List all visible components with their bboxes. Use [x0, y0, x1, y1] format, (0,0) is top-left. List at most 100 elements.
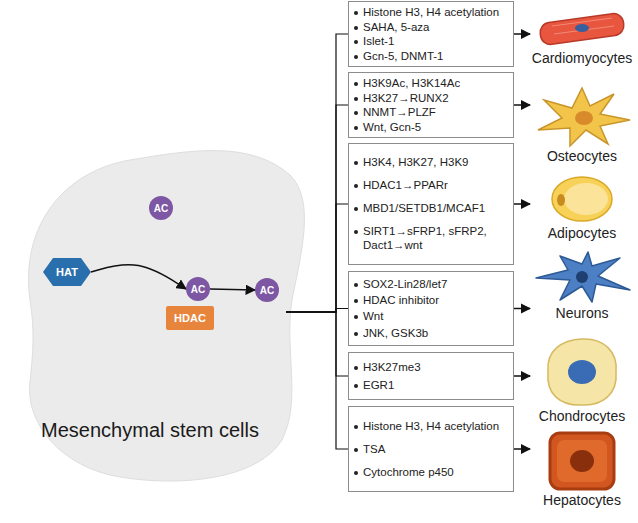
branch-line — [286, 105, 348, 312]
branch-line — [286, 34, 348, 312]
bullet-item: H3K9Ac, H3K14Ac — [354, 76, 508, 91]
cell-body — [28, 151, 304, 481]
marker-text: H3K9Ac, H3K14Ac — [363, 76, 460, 91]
marker-box: Histone H3, H4 acetylationSAHA, 5-azaIsl… — [348, 1, 514, 67]
marker-text: Histone H3, H4 acetylation — [363, 419, 499, 434]
hat-enzyme: HAT — [43, 258, 91, 286]
marker-text: HDAC1→PPARr — [363, 178, 448, 193]
dna-strand — [118, 220, 212, 284]
bullet-dot — [354, 425, 358, 429]
marker-text: SIRT1→sFRP1, sFRP2, Dact1→wnt — [363, 224, 508, 253]
marker-text: H3K27→RUNX2 — [363, 91, 449, 106]
bullet-item: H3K27me3 — [354, 360, 508, 375]
cell-type-name: Chondrocytes — [530, 408, 634, 425]
differentiated-cell: Osteocytes — [530, 86, 634, 165]
bullet-dot — [354, 315, 358, 319]
enzyme-label: AC — [191, 284, 205, 295]
marker-box: H3K9Ac, H3K14AcH3K27→RUNX2NNMT→PLZFWnt, … — [348, 72, 514, 138]
marker-box: H3K27me3EGR1 — [348, 352, 514, 400]
cell-part — [548, 339, 616, 405]
bullet-dot — [354, 332, 358, 336]
marker-text: NNMT→PLZF — [363, 105, 436, 120]
cell-type-name: Adipocytes — [530, 225, 634, 242]
marker-text: SOX2-Lin28/let7 — [363, 277, 447, 292]
arrow — [514, 448, 530, 450]
cell-part — [568, 360, 596, 384]
cell-part — [552, 177, 612, 221]
bullet-item: JNK, GSK3b — [354, 326, 508, 341]
bullet-dot — [354, 40, 358, 44]
cell-illustration — [530, 172, 634, 225]
marker-text: H3K4, H3K27, H3K9 — [363, 155, 468, 170]
cell-type-name: Hepatocytes — [530, 492, 634, 509]
cell-part — [564, 183, 608, 215]
bullet-dot — [354, 111, 358, 115]
cell-part — [576, 271, 588, 283]
bullet-dot — [354, 283, 358, 287]
marker-text: Wnt — [363, 309, 383, 324]
differentiated-cell: Hepatocytes — [530, 430, 634, 509]
cell-illustration — [530, 430, 634, 492]
cell-type-name: Cardiomyocytes — [530, 50, 634, 67]
marker-box: SOX2-Lin28/let7HDAC inhibitorWntJNK, GSK… — [348, 271, 514, 346]
differentiated-cell: Cardiomyocytes — [530, 6, 634, 67]
bullet-item: Gcn-5, DNMT-1 — [354, 49, 508, 64]
histone-discs — [122, 222, 208, 274]
bullet-item: TSA — [354, 442, 508, 457]
cell-illustration — [530, 86, 634, 148]
bullet-item: SIRT1→sFRP1, sFRP2, Dact1→wnt — [354, 224, 508, 253]
bullet-item: HDAC inhibitor — [354, 293, 508, 308]
marker-text: SAHA, 5-aza — [363, 20, 429, 35]
branch-line — [286, 312, 348, 376]
differentiated-cell: Chondrocytes — [530, 336, 634, 425]
cell-part — [536, 252, 630, 302]
bullet-dot — [354, 384, 358, 388]
enzyme-label: HDAC — [174, 312, 206, 324]
bullet-item: HDAC1→PPARr — [354, 178, 508, 193]
arrow — [514, 375, 530, 377]
marker-text: HDAC inhibitor — [363, 293, 439, 308]
marker-text: MBD1/SETDB1/MCAF1 — [363, 201, 485, 216]
bullet-item: H3K27→RUNX2 — [354, 91, 508, 106]
nucleus — [91, 195, 239, 315]
stem-cell: Mesenchymal stem cellsACHATACACHDAC — [14, 150, 286, 480]
bullet-item: Cytochrome p450 — [354, 465, 508, 480]
branch-line — [286, 312, 348, 449]
bullet-item: H3K4, H3K27, H3K9 — [354, 155, 508, 170]
marker-box: Histone H3, H4 acetylationTSA Cytochrome … — [348, 406, 514, 492]
cell-part — [570, 450, 594, 472]
strand-end — [157, 282, 165, 290]
marker-text: H3K27me3 — [363, 360, 421, 375]
cell-illustration — [530, 250, 634, 305]
marker-box: H3K4, H3K27, H3K9HDAC1→PPARrMBD1/SETDB1/… — [348, 143, 514, 265]
bullet-item: EGR1 — [354, 378, 508, 393]
cell-type-name: Osteocytes — [530, 148, 634, 165]
bullet-dot — [354, 299, 358, 303]
hexagon — [43, 258, 91, 286]
marker-text: Histone H3, H4 acetylation — [363, 5, 499, 20]
cell-part — [550, 433, 614, 489]
differentiated-cell: Adipocytes — [530, 172, 634, 242]
bullet-item: NNMT→PLZF — [354, 105, 508, 120]
arrow — [514, 33, 530, 35]
marker-text: Gcn-5, DNMT-1 — [363, 49, 444, 64]
marker-text: TSA — [363, 442, 385, 457]
bullet-item: Islet-1 — [354, 34, 508, 49]
arrow — [91, 265, 186, 289]
bullet-dot — [354, 26, 358, 30]
enzyme-label: AC — [260, 285, 274, 296]
cell-part — [557, 440, 607, 482]
acetyl-group: AC — [149, 196, 173, 220]
cell-part — [575, 111, 593, 125]
bullet-item: Histone H3, H4 acetylation — [354, 419, 508, 434]
bullet-dot — [354, 230, 358, 234]
bullet-dot — [354, 366, 358, 370]
bullet-dot — [354, 448, 358, 452]
marker-text: JNK, GSK3b — [363, 326, 428, 341]
cell-part — [539, 12, 625, 45]
cell-illustration — [530, 6, 634, 50]
arrow — [514, 308, 530, 310]
